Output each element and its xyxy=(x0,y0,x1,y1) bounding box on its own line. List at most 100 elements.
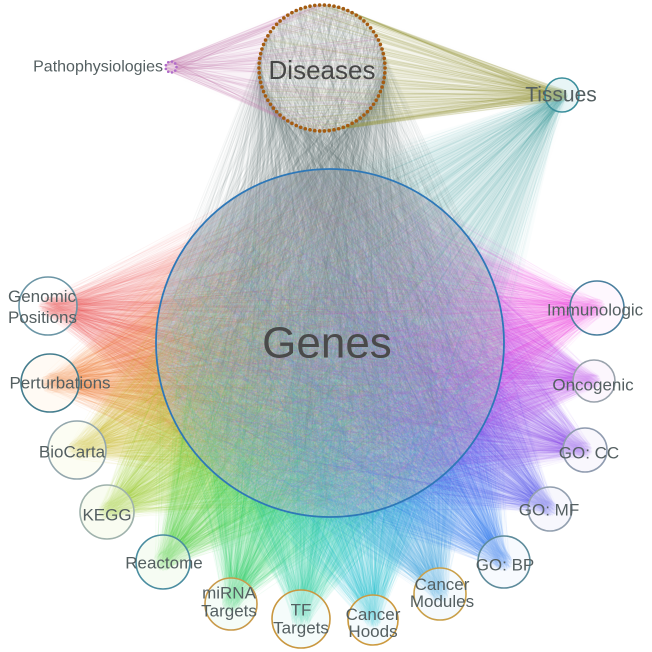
edges-immunologic-to-genes xyxy=(159,172,607,517)
node-genomic-positions[interactable] xyxy=(18,276,78,336)
ring-dot xyxy=(345,8,350,13)
ring-dot xyxy=(374,34,378,38)
label-diseases: Diseases xyxy=(269,55,376,85)
node-oncogenic[interactable] xyxy=(572,359,616,403)
node-reactome[interactable] xyxy=(135,534,191,590)
ring-dot xyxy=(358,16,362,20)
ring-dot xyxy=(303,126,308,131)
ring-dot xyxy=(382,75,387,80)
ring-dot xyxy=(298,6,303,11)
ring-dot xyxy=(260,47,264,51)
node-go-mf[interactable] xyxy=(527,486,573,532)
ring-dot xyxy=(312,3,317,8)
label-tissues: Tissues xyxy=(525,84,597,107)
ring-dot xyxy=(278,113,282,117)
ring-dot xyxy=(263,94,268,98)
ring-dot xyxy=(257,56,262,61)
ring-dot xyxy=(358,116,362,120)
ring-dot xyxy=(368,26,373,30)
ring-dot xyxy=(266,98,270,102)
ring-dot xyxy=(258,80,263,85)
ring-dot xyxy=(317,3,322,7)
ring-dot xyxy=(336,5,341,10)
ring-dot xyxy=(257,66,261,70)
ring-dot xyxy=(341,6,346,11)
node-kegg[interactable] xyxy=(79,484,135,540)
ring-dot xyxy=(282,16,286,20)
label-go-bp: GO: BP xyxy=(476,556,535,575)
ring-dot xyxy=(362,19,366,23)
ring-dot xyxy=(258,51,263,56)
ring-dot xyxy=(175,65,178,69)
label-mirna-targets: miRNA xyxy=(202,584,256,603)
fan-cones-diseases xyxy=(171,14,562,125)
ring-dot xyxy=(164,67,168,71)
ring-dot xyxy=(322,3,327,7)
label-pathophysiologies: Pathophysiologies xyxy=(33,59,163,76)
node-perturbations[interactable] xyxy=(20,353,80,413)
node-mirna-targets[interactable] xyxy=(204,577,258,631)
edges-reactome-to-genes xyxy=(153,172,504,572)
cone-tissues xyxy=(276,95,562,387)
cone-biocarta xyxy=(77,260,312,481)
node-cancer-hoods[interactable] xyxy=(347,594,399,646)
ring-dot xyxy=(271,106,276,110)
ring-dot xyxy=(383,66,387,70)
ring-dot xyxy=(381,51,386,56)
ring-dot xyxy=(261,89,266,94)
ring-dot xyxy=(332,4,336,8)
edges-cancer-hoods-to-genes xyxy=(158,179,502,629)
ring-dot xyxy=(327,3,332,8)
node-biocarta[interactable] xyxy=(47,420,107,480)
ring-dot xyxy=(365,109,370,114)
node-tissues[interactable] xyxy=(544,77,580,113)
ring-dot xyxy=(345,123,350,128)
ring-dot xyxy=(268,29,273,34)
label-mirna-targets: Targets xyxy=(201,602,257,621)
label-genomic-positions: Genomic xyxy=(8,287,77,306)
edges-genomic-positions-to-genes xyxy=(37,172,503,518)
ring-dot xyxy=(350,10,354,15)
ring-dot xyxy=(368,106,373,110)
label-tf-targets: Targets xyxy=(273,619,329,638)
node-pathophysiologies[interactable] xyxy=(164,60,178,74)
label-go-mf: GO: MF xyxy=(519,501,579,520)
edges-go-mf-to-genes xyxy=(162,170,558,517)
ring-dot xyxy=(371,29,376,34)
node-genes[interactable] xyxy=(155,168,505,518)
label-cancer-hoods: Cancer xyxy=(346,605,401,624)
ring-dot xyxy=(380,47,384,51)
edges-mirna-targets-to-genes xyxy=(159,173,498,614)
node-go-bp[interactable] xyxy=(477,535,531,589)
node-go-cc[interactable] xyxy=(562,427,608,473)
labels: GenesDiseasesPathophysiologiesTissuesGen… xyxy=(8,55,644,641)
ring-dot xyxy=(362,113,366,117)
label-go-cc: GO: CC xyxy=(559,444,619,463)
ring-dot xyxy=(263,38,268,42)
edges-oncogenic-to-genes xyxy=(160,174,602,517)
node-cancer-modules[interactable] xyxy=(413,567,467,621)
edges-kegg-to-genes xyxy=(97,175,504,522)
ring-dot xyxy=(294,123,299,128)
node-diseases[interactable] xyxy=(257,3,387,133)
edges-tf-targets-to-genes xyxy=(155,174,501,630)
ring-dot xyxy=(173,62,177,65)
edges-go-bp-to-genes xyxy=(161,173,514,572)
ring-dot xyxy=(166,60,170,64)
ring-dot xyxy=(376,94,381,98)
ring-dot xyxy=(383,61,387,65)
fan-cones-genes xyxy=(48,95,597,620)
ring-dot xyxy=(271,26,276,30)
node-immunologic[interactable] xyxy=(569,280,625,336)
ring-dot xyxy=(381,80,386,85)
label-cancer-hoods: Hoods xyxy=(348,622,397,641)
cone-go-cc xyxy=(348,259,585,481)
ring-dot xyxy=(260,85,264,89)
ring-dot xyxy=(274,22,279,27)
node-tf-targets[interactable] xyxy=(271,589,331,649)
label-kegg: KEGG xyxy=(82,506,131,525)
nodes xyxy=(18,3,625,649)
edges-diseases-to-genes xyxy=(156,4,504,517)
ring-dot xyxy=(382,56,387,61)
ring-dot xyxy=(380,85,384,89)
